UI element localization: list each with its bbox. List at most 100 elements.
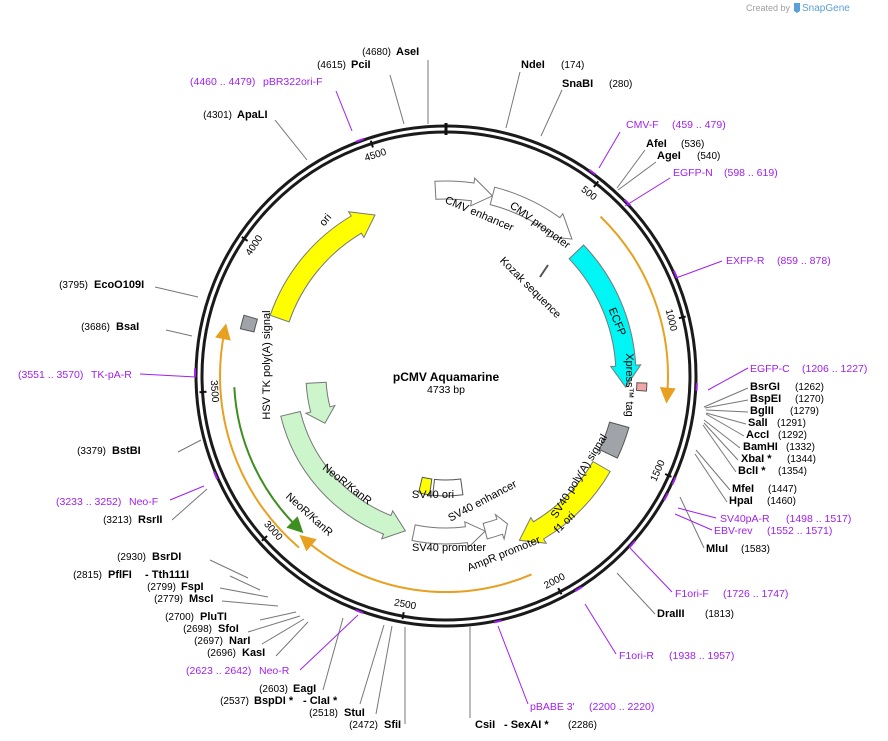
site-leader-line (274, 119, 308, 161)
site-pos: (1262) (795, 382, 824, 393)
site-label[interactable]: NdeI (521, 59, 545, 71)
site-label[interactable]: EcoO109I (94, 279, 144, 291)
primer-label[interactable]: EGFP-C (750, 363, 790, 375)
site-label[interactable]: StuI (344, 707, 365, 719)
primer-range: (3551 .. 3570) (18, 369, 83, 381)
site-label[interactable]: HpaI (729, 495, 753, 507)
site-label[interactable]: BsaI (116, 321, 139, 333)
kozak-sequence-mark[interactable] (539, 264, 549, 278)
site-label[interactable]: BspEI (750, 393, 781, 405)
site-pos: (2930) (117, 552, 146, 563)
site-leader-line (221, 600, 279, 607)
primer-label[interactable]: EGFP-N (673, 167, 713, 179)
primer-label[interactable]: F1ori-R (619, 650, 654, 662)
primer-binding-mark (623, 198, 631, 207)
site-label[interactable]: PluTI (200, 611, 227, 623)
primer-label[interactable]: pBR322ori-F (263, 76, 323, 88)
site-label[interactable]: SfoI (218, 623, 239, 635)
site-label[interactable]: BsrGI (750, 381, 780, 393)
xpress-tag-feature[interactable] (635, 382, 648, 392)
site-label[interactable]: SalI (748, 417, 768, 429)
site-label[interactable]: ApaLI (237, 109, 268, 121)
site-leader-line (275, 621, 309, 657)
site-label[interactable]: FspI (181, 581, 204, 593)
site-label[interactable]: AccI (746, 429, 769, 441)
site-label[interactable]: SnaBI (562, 78, 593, 90)
site-pos: (1291) (777, 418, 806, 429)
hsv-tk-polya-feature[interactable] (239, 314, 259, 333)
primer-range: (1498 .. 1517) (786, 513, 851, 525)
site-leader-line (259, 611, 297, 621)
site-pos: (1344) (787, 454, 816, 465)
primer-range: (598 .. 619) (724, 167, 778, 179)
primer-label[interactable]: EXFP-R (726, 255, 765, 267)
tick-label: 3500 (208, 380, 220, 403)
site-leader-line (359, 624, 385, 705)
site-leader-line (505, 71, 521, 129)
site-label[interactable]: MluI (706, 543, 728, 555)
site-label[interactable]: MscI (189, 593, 213, 605)
site-label[interactable]: BspDI * (254, 695, 294, 707)
site-leader-line (219, 587, 269, 598)
primer-range: (1726 .. 1747) (723, 588, 788, 600)
site-label[interactable]: BsrDI (152, 551, 181, 563)
primer-label[interactable]: EBV-rev (714, 525, 753, 537)
primer-binding-mark (213, 471, 219, 480)
primer-label[interactable]: TK-pA-R (91, 369, 132, 381)
site-label[interactable]: DraIII (657, 608, 685, 620)
site-label[interactable]: BglII (750, 405, 774, 417)
site-label[interactable]: AgeI (657, 150, 681, 162)
primer-binding-mark (355, 609, 364, 614)
cmv-enhancer-feature-arrow[interactable] (434, 177, 494, 207)
site-label[interactable]: AseI (396, 46, 419, 58)
site-label-suffix[interactable]: - SexAI * (504, 719, 549, 731)
primer-label[interactable]: F1ori-F (675, 588, 709, 600)
site-leader-line (705, 413, 745, 437)
primer-label[interactable]: Neo-R (259, 665, 290, 677)
tick-label: 500 (579, 184, 599, 203)
site-leader-line (247, 615, 301, 633)
orf-arcs (215, 215, 676, 594)
cmv-promoter-feature-arrow[interactable] (489, 186, 573, 240)
site-label[interactable]: AfeI (646, 138, 667, 150)
site-leader-line (703, 419, 741, 449)
primer-leader-line (629, 547, 673, 593)
site-leader-line (616, 572, 656, 615)
site-pos: (1279) (790, 406, 819, 417)
site-label[interactable]: PflFI (108, 569, 132, 581)
neo-orf-arc (215, 323, 300, 549)
neor-kanr-inner-feature-arrow[interactable] (304, 381, 336, 424)
primer-label[interactable]: SV40pA-R (720, 513, 770, 525)
sv40-ori-feature[interactable] (417, 476, 433, 496)
primer-leader-line (335, 90, 353, 132)
site-label[interactable]: KasI (242, 647, 265, 659)
site-label[interactable]: BamHI (743, 441, 778, 453)
ampr-promoter-feature-arrow[interactable] (482, 513, 508, 541)
site-label[interactable]: BclI * (738, 465, 766, 477)
ori-feature-arrow[interactable] (269, 211, 376, 323)
ecfp-feature-arrow[interactable] (568, 244, 642, 389)
site-label[interactable]: BstBI (112, 445, 141, 457)
site-label-suffix[interactable]: - Tth111I (145, 569, 189, 581)
primer-label[interactable]: Neo-F (129, 496, 158, 508)
primer-label[interactable]: pBABE 3' (530, 701, 575, 713)
primer-label[interactable]: CMV-F (626, 119, 659, 131)
xpress-tag-label: Xpress™ tag (623, 353, 635, 417)
site-label[interactable]: NarI (229, 635, 250, 647)
sv40-polya-feature[interactable] (598, 421, 630, 459)
site-label[interactable]: PciI (351, 59, 371, 71)
f1-ori-feature-arrow[interactable] (518, 460, 611, 544)
site-label[interactable]: SfiI (384, 719, 401, 731)
site-pos: (1292) (778, 430, 807, 441)
site-label[interactable]: EagI (293, 683, 316, 695)
sv40-promoter-feature-arrow[interactable] (411, 520, 487, 549)
site-label[interactable]: CsiI (475, 719, 495, 731)
site-label[interactable]: MfeI (732, 483, 754, 495)
neor-kanr-outer-feature-arrow[interactable] (280, 410, 407, 540)
neo-inner-orf-arc (233, 387, 304, 534)
site-label[interactable]: RsrII (138, 514, 162, 526)
site-label[interactable]: XbaI * (741, 453, 772, 465)
primer-binding-mark (663, 492, 669, 501)
site-label-suffix[interactable]: - ClaI * (303, 695, 338, 707)
sv40-enhancer-feature[interactable] (432, 478, 464, 497)
